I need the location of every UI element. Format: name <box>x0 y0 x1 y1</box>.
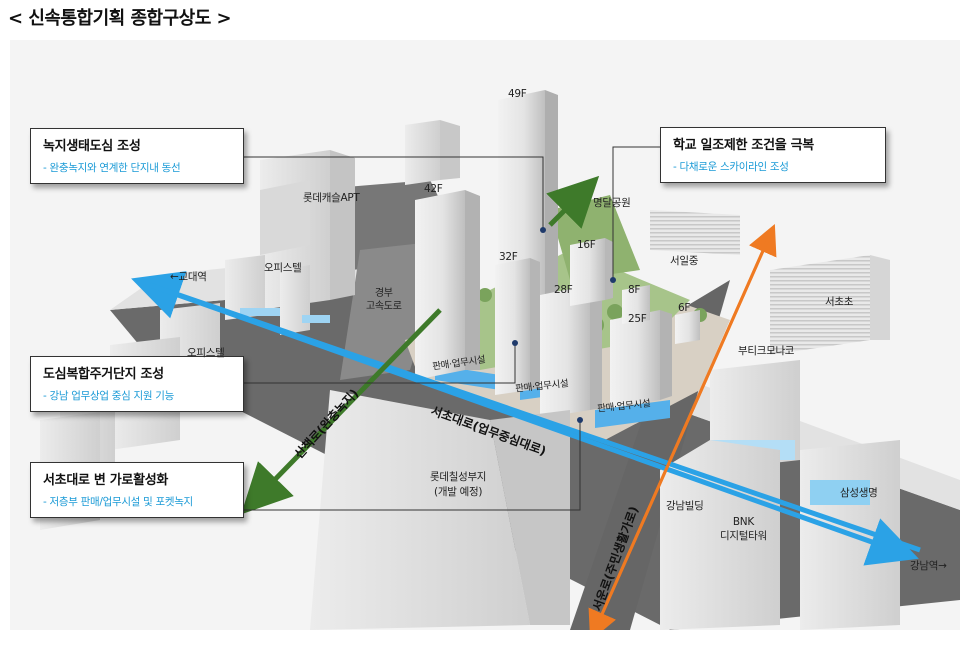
floor-label-42f: 42F <box>424 183 443 195</box>
floor-label-8f: 8F <box>628 284 641 296</box>
callout-school-sunlight: 학교 일조제한 조건을 극복 - 다채로운 스카이라인 조성 <box>660 127 886 183</box>
callout-heading: 녹지생태도심 조성 <box>43 139 141 154</box>
floor-label-16f: 16F <box>577 239 596 251</box>
label-lotte-chilsung: 롯데칠성부지 (개발 예정) <box>430 471 487 498</box>
label-officetel-2: 오피스텔 <box>187 347 225 359</box>
callout-sub: - 다채로운 스카이라인 조성 <box>673 161 789 173</box>
floor-label-6f: 6F <box>678 302 691 314</box>
label-gyodae-station: ←교대역 <box>170 271 207 283</box>
label-samsung-life: 삼성생명 <box>840 487 878 499</box>
label-gangnam-station: 강남역→ <box>910 560 947 572</box>
label-bnk-tower: BNK 디지털타워 <box>720 516 767 542</box>
master-plan-diagram: 녹지생태도심 조성 - 완충녹지와 연계한 단지내 동선 학교 일조제한 조건을… <box>10 40 960 641</box>
label-officetel-1: 오피스텔 <box>264 262 302 274</box>
label-expressway: 경부 고속도로 <box>366 288 402 312</box>
callout-sub: - 완충녹지와 연계한 단지내 동선 <box>43 162 181 174</box>
floor-label-32f: 32F <box>499 251 518 263</box>
label-seoil-middle: 서일중 <box>670 255 699 267</box>
label-boutique-monaco: 부티크모나코 <box>738 345 795 357</box>
floor-label-25f: 25F <box>628 313 647 325</box>
label-myeongdal-park: 명달공원 <box>593 197 631 209</box>
floor-label-49f: 49F <box>508 88 527 100</box>
page-title: < 신속통합기획 종합구상도 > <box>8 8 232 29</box>
callout-heading: 서초대로 변 가로활성화 <box>43 473 169 488</box>
callout-heading: 도심복합주거단지 조성 <box>43 367 164 382</box>
callout-sub: - 강남 업무상업 중심 지원 기능 <box>43 390 174 402</box>
callout-mixed-residential: 도심복합주거단지 조성 - 강남 업무상업 중심 지원 기능 <box>30 356 244 412</box>
callout-street-activation: 서초대로 변 가로활성화 - 저층부 판매/업무시설 및 포켓녹지 <box>30 462 244 518</box>
floor-label-28f: 28F <box>554 284 573 296</box>
plan-illustration <box>40 90 960 641</box>
callout-sub: - 저층부 판매/업무시설 및 포켓녹지 <box>43 496 193 508</box>
callout-heading: 학교 일조제한 조건을 극복 <box>673 138 814 153</box>
label-gangnam-building: 강남빌딩 <box>666 500 704 512</box>
label-seocho-elem: 서초초 <box>825 296 854 308</box>
label-lotte-castle: 롯데캐슬APT <box>303 192 360 204</box>
callout-green-eco-city: 녹지생태도심 조성 - 완충녹지와 연계한 단지내 동선 <box>30 128 244 184</box>
